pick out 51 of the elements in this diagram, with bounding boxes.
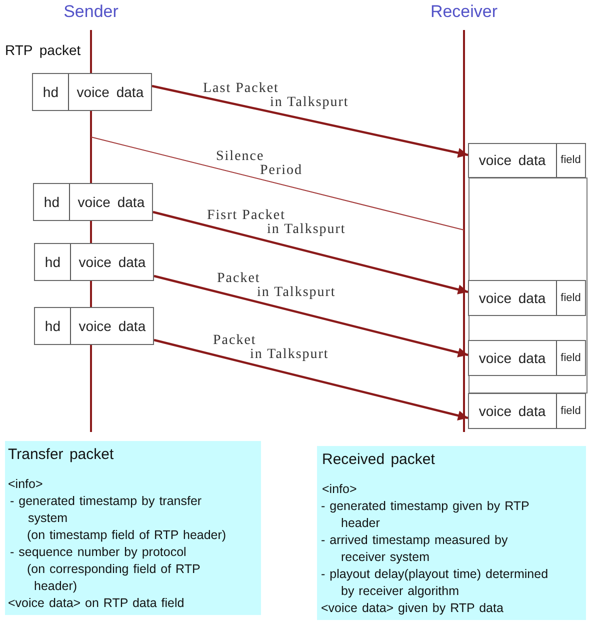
arrow: [152, 84, 468, 158]
info-text: <info>: [321, 481, 358, 498]
payload-label: voice data: [469, 394, 556, 428]
packet-caption: RTP packet: [5, 42, 81, 59]
payload-label: voice data: [78, 316, 147, 336]
packet-box: [34, 307, 154, 345]
header-label: hd: [35, 308, 72, 344]
edge-label: Last Packet in Talkspurt: [203, 82, 349, 110]
payload-label: voice data: [469, 281, 556, 315]
lifeline-heading: Receiver: [430, 2, 498, 22]
period-label: Silence Period: [216, 150, 303, 178]
field-label: field: [560, 350, 582, 366]
info-text: - generated timestamp given by RTP header: [320, 498, 530, 532]
packet-box: [33, 183, 153, 221]
header-label: hd: [33, 74, 70, 110]
info-text: - sequence number by protocol: [9, 544, 188, 561]
field-label: field: [560, 153, 582, 168]
header-label: hd: [35, 244, 72, 280]
panel-title: Received packet: [321, 451, 436, 469]
packet-box: [468, 340, 586, 376]
payload-label: voice data: [469, 144, 556, 177]
info-text: (on timestamp field of RTP header): [26, 527, 228, 544]
field-label: field: [560, 290, 582, 306]
arrow: [152, 210, 468, 294]
packet-box: [34, 243, 154, 281]
edge-label: Packet in Talkspurt: [217, 272, 336, 300]
panel-title: Transfer packet: [7, 446, 115, 464]
arrow: [154, 274, 468, 358]
info-text: <voice data> on RTP data field: [7, 595, 186, 612]
packet-box: [32, 73, 152, 111]
payload-label: voice data: [76, 82, 145, 102]
info-text: - playout delay(playout time) determined by receiver algorithm: [320, 566, 550, 600]
payload-label: voice data: [78, 252, 147, 272]
edge-label: Fisrt Packet in Talkspurt: [207, 209, 346, 237]
info-panel: [5, 441, 261, 615]
payload-label: voice data: [76, 192, 146, 212]
info-text: (on corresponding field of RTP header): [26, 561, 202, 595]
info-panel: [317, 446, 586, 620]
header-label: hd: [34, 184, 70, 220]
packet-box: [468, 393, 586, 429]
packet-box: [468, 143, 586, 178]
edge-label: Packet in Talkspurt: [213, 334, 329, 362]
info-text: - generated timestamp by transfer system: [9, 493, 203, 527]
lifeline-heading: Sender: [64, 2, 118, 22]
arrow: [154, 338, 468, 420]
info-text: <info>: [7, 476, 44, 493]
info-text: - arrived timestamp measured by receiver system: [320, 532, 509, 566]
packet-box: [468, 280, 586, 316]
info-text: <voice data> given by RTP data: [320, 600, 504, 617]
payload-label: voice data: [469, 341, 556, 375]
field-label: field: [560, 404, 582, 419]
